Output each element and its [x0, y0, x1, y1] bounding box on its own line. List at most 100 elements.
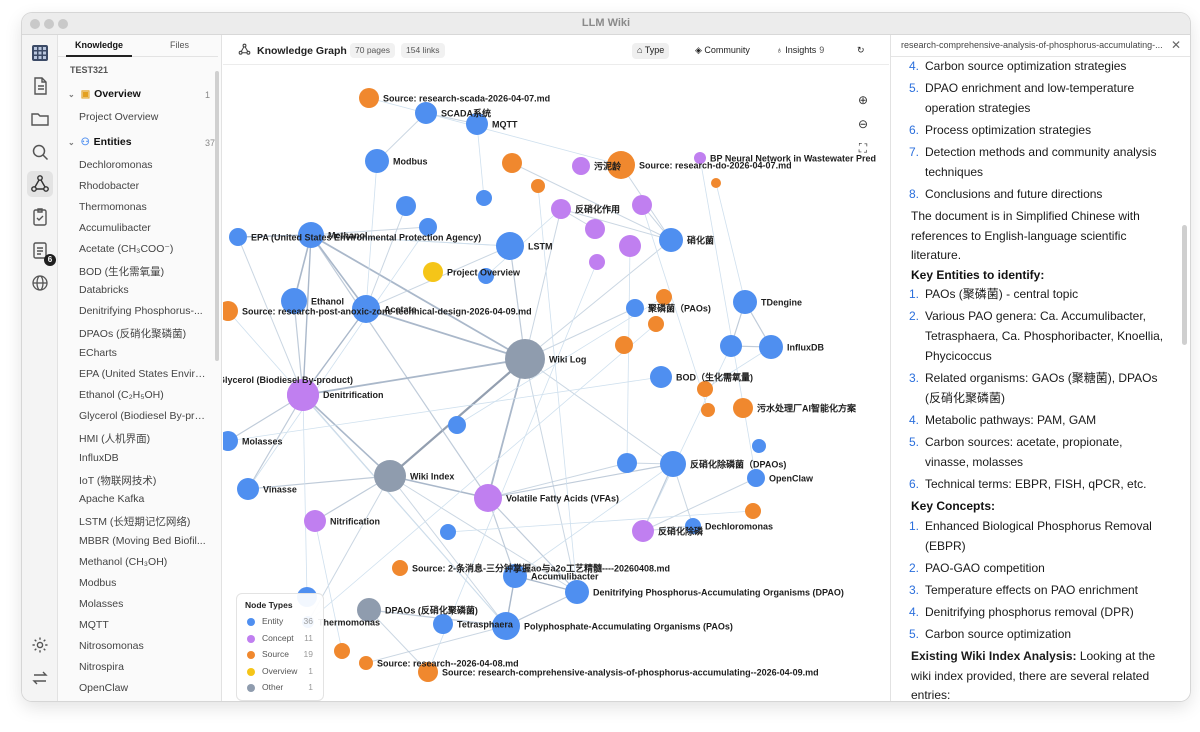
sidebar-item-project-overview[interactable]: Project Overview	[79, 111, 159, 123]
sidebar-entity-item[interactable]: Glycerol (Biodiesel By-pro...	[79, 409, 209, 422]
sidebar-entity-item[interactable]: MQTT	[79, 618, 109, 631]
sidebar-entity-item[interactable]: OpenClaw	[79, 681, 129, 694]
refresh-icon[interactable]: ↻	[857, 45, 865, 55]
graph-node-source[interactable]	[334, 643, 350, 659]
search-icon[interactable]	[30, 142, 50, 162]
sidebar-entity-item[interactable]: IoT (物联网技术)	[79, 474, 157, 487]
graph-node-entity[interactable]	[747, 469, 765, 487]
graph-node-entity[interactable]	[440, 524, 456, 540]
graph-node-source[interactable]	[697, 381, 713, 397]
graph-node-entity[interactable]	[298, 222, 324, 248]
graph-node-concept[interactable]	[632, 195, 652, 215]
sidebar-entity-item[interactable]: Nitrospira	[79, 660, 124, 673]
graph-node-source[interactable]	[615, 336, 633, 354]
sidebar-entity-item[interactable]: HMI (人机界面)	[79, 432, 151, 445]
graph-node-entity[interactable]	[419, 218, 437, 236]
graph-node-entity[interactable]	[281, 288, 307, 314]
graph-node-concept[interactable]	[694, 152, 706, 164]
sidebar-entity-item[interactable]: Apache Kafka	[79, 493, 145, 506]
graph-node-entity[interactable]	[476, 190, 492, 206]
graph-node-entity[interactable]	[759, 335, 783, 359]
graph-node-source[interactable]	[502, 153, 522, 173]
sidebar-entity-item[interactable]: Ethanol (C₂H₅OH)	[79, 388, 164, 401]
graph-node-source[interactable]	[223, 301, 238, 321]
document-tab-title[interactable]: research-comprehensive-analysis-of-phosp…	[901, 40, 1163, 50]
graph-canvas[interactable]: Source: research-scada-2026-04-07.mdSCAD…	[223, 65, 889, 701]
graph-node-source[interactable]	[531, 179, 545, 193]
graph-node-entity[interactable]	[720, 335, 742, 357]
close-icon[interactable]: ✕	[1171, 38, 1182, 52]
sidebar-entity-item[interactable]: Accumulibacter	[79, 221, 151, 234]
graph-icon[interactable]	[27, 171, 53, 197]
graph-node-concept[interactable]	[619, 235, 641, 257]
sidebar-entity-item[interactable]: Molasses	[79, 597, 124, 610]
minimize-window-button[interactable]	[44, 19, 54, 29]
graph-node-entity[interactable]	[685, 518, 701, 534]
graph-node-source[interactable]	[648, 316, 664, 332]
tab-files[interactable]: Files	[170, 40, 190, 50]
globe-icon[interactable]	[30, 273, 50, 293]
graph-node-entity[interactable]	[659, 228, 683, 252]
graph-node-other[interactable]	[374, 460, 406, 492]
sidebar-entity-item[interactable]: Databricks	[79, 284, 129, 297]
sidebar-entity-item[interactable]: Dechloromonas	[79, 159, 153, 171]
zoom-window-button[interactable]	[58, 19, 68, 29]
sidebar-entity-item[interactable]: Modbus	[79, 577, 117, 589]
graph-node-entity[interactable]	[565, 580, 589, 604]
graph-node-entity[interactable]	[223, 431, 238, 451]
graph-node-entity[interactable]	[415, 102, 437, 124]
graph-node-entity[interactable]	[237, 478, 259, 500]
settings-gear-icon[interactable]	[30, 635, 50, 655]
graph-node-entity[interactable]	[448, 416, 466, 434]
graph-node-source[interactable]	[745, 503, 761, 519]
graph-node-entity[interactable]	[617, 453, 637, 473]
graph-node-source[interactable]	[656, 289, 672, 305]
group-overview[interactable]: ⌄▣Overview	[68, 88, 141, 100]
graph-node-entity[interactable]	[229, 228, 247, 246]
graph-node-source[interactable]	[711, 178, 721, 188]
zoom-out-icon[interactable]: ⊖	[857, 117, 869, 131]
graph-node-source[interactable]	[359, 656, 373, 670]
graph-node-other[interactable]	[505, 339, 545, 379]
graph-node-entity[interactable]	[492, 612, 520, 640]
review-queue-icon[interactable]	[30, 240, 50, 260]
sidebar-entity-item[interactable]: LSTM (长短期记忆网络)	[79, 516, 191, 529]
graph-node-entity[interactable]	[433, 614, 453, 634]
graph-node-overview[interactable]	[423, 262, 443, 282]
graph-node-source[interactable]	[359, 88, 379, 108]
sidebar-entity-item[interactable]: DPAOs (反硝化聚磷菌)	[79, 328, 187, 341]
graph-node-concept[interactable]	[585, 219, 605, 239]
sidebar-entity-item[interactable]: MBBR (Moving Bed Biofil...	[79, 535, 206, 548]
sidebar-entity-item[interactable]: Nitrosomonas	[79, 639, 144, 652]
graph-node-entity[interactable]	[496, 232, 524, 260]
graph-node-source[interactable]	[607, 151, 635, 179]
type-button[interactable]: ⌂ Type	[632, 43, 670, 59]
graph-node-entity[interactable]	[352, 295, 380, 323]
sidebar-entity-item[interactable]: Rhodobacter	[79, 179, 140, 192]
sidebar-entity-item[interactable]: ECharts	[79, 347, 117, 360]
sidebar-entity-item[interactable]: Methanol (CH₃OH)	[79, 556, 168, 569]
zoom-in-icon[interactable]: ⊕	[857, 93, 869, 107]
graph-node-concept[interactable]	[589, 254, 605, 270]
graph-node-entity[interactable]	[626, 299, 644, 317]
graph-node-entity[interactable]	[650, 366, 672, 388]
group-entities[interactable]: ⌄⚇Entities	[68, 136, 132, 148]
sidebar-entity-item[interactable]: BOD (生化需氧量)	[79, 265, 165, 278]
graph-node-entity[interactable]	[660, 451, 686, 477]
graph-node-concept[interactable]	[572, 157, 590, 175]
graph-node-concept[interactable]	[474, 484, 502, 512]
graph-node-entity[interactable]	[503, 564, 527, 588]
graph-node-other[interactable]	[357, 598, 381, 622]
sidebar-scrollbar[interactable]	[215, 71, 219, 361]
graph-node-concept[interactable]	[632, 520, 654, 542]
graph-node-entity[interactable]	[365, 149, 389, 173]
clipboard-check-icon[interactable]	[30, 207, 50, 227]
folder-icon[interactable]	[30, 109, 50, 129]
graph-node-concept[interactable]	[551, 199, 571, 219]
sidebar-entity-item[interactable]: EPA (United States Enviro...	[79, 368, 209, 380]
graph-node-entity[interactable]	[733, 290, 757, 314]
